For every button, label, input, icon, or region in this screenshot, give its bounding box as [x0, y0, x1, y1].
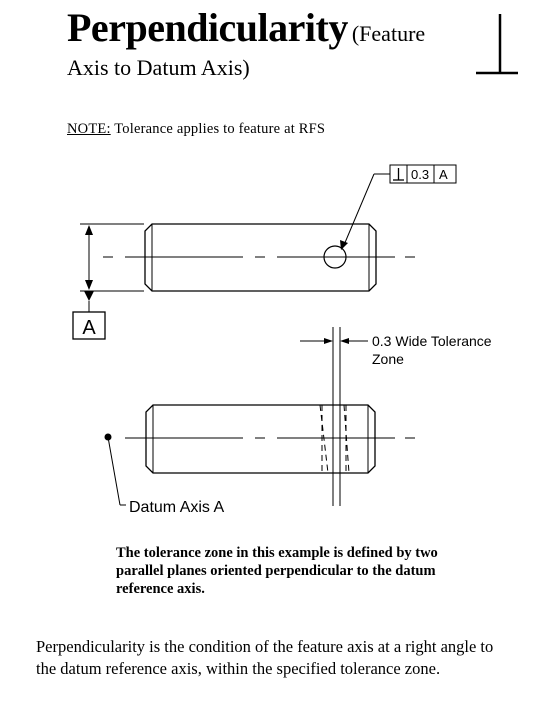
- zone-label-line2: Zone: [372, 351, 404, 367]
- page-subtitle: Axis to Datum Axis): [67, 55, 250, 80]
- fcf-datum: A: [439, 167, 448, 182]
- datum-axis-label: Datum Axis A: [129, 499, 224, 516]
- note-text: Tolerance applies to feature at RFS: [110, 121, 326, 137]
- bottom-part: [125, 404, 415, 474]
- page-title: Perpendicularity (Feature: [67, 4, 425, 51]
- tolerance-zone-caption: The tolerance zone in this example is de…: [116, 545, 438, 597]
- title-main: Perpendicularity: [67, 5, 348, 50]
- datum-axis-leader: [104, 433, 126, 506]
- datum-feature-symbol: A: [72, 311, 106, 340]
- note-label: NOTE:: [67, 121, 111, 137]
- fcf-perp-icon: [393, 168, 404, 181]
- note: NOTE: Tolerance applies to feature at RF…: [67, 120, 325, 138]
- datum-letter: A: [82, 317, 96, 339]
- title-paren: (Feature: [351, 21, 426, 46]
- feature-control-frame: 0.3 A: [389, 164, 457, 184]
- datum-dimension: [80, 223, 144, 312]
- top-part: [103, 223, 415, 292]
- tolerance-zone-planes: [300, 327, 368, 506]
- fcf-tolerance: 0.3: [411, 167, 429, 182]
- zone-label-line1: 0.3 Wide Tolerance: [372, 333, 492, 349]
- perpendicularity-symbol-icon: [476, 14, 518, 75]
- fcf-leader: [340, 173, 390, 250]
- definition-paragraph: Perpendicularity is the condition of the…: [36, 637, 494, 678]
